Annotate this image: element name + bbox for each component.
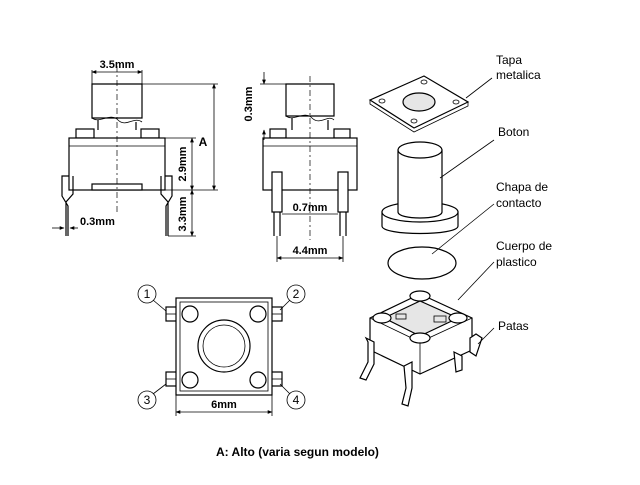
pin-label-3: 3	[144, 393, 151, 407]
label-contact-dome-line2: contacto	[496, 196, 542, 210]
top-view: 1 2 3 4 6mm	[137, 284, 306, 416]
front-view: 3.5mm A 2.9mm 3.3mm 0.3mm	[52, 59, 218, 237]
label-metal-cover-line2: metalica	[496, 68, 541, 82]
label-legs: Patas	[498, 319, 529, 333]
label-contact-dome-line1: Chapa de	[496, 180, 548, 194]
pin-label-4: 4	[293, 393, 300, 407]
dim-cap-height: 0.3mm	[243, 86, 255, 121]
side-view: 0.3mm 0.7mm 4.4mm	[243, 72, 358, 262]
label-plastic-body-line2: plastico	[496, 255, 537, 269]
exploded-view	[359, 75, 495, 407]
caption: A: Alto (varia segun modelo)	[216, 445, 379, 459]
pin-label-2: 2	[293, 287, 300, 301]
dim-top-width: 3.5mm	[100, 59, 135, 71]
label-plastic-body-line1: Cuerpo de	[496, 239, 552, 253]
dim-overall-height: A	[199, 135, 208, 149]
label-button: Boton	[498, 125, 529, 139]
dim-lead-width: 0.7mm	[293, 202, 328, 214]
dim-body-width: 6mm	[211, 399, 237, 411]
dim-body-height: 2.9mm	[177, 146, 189, 181]
dim-lead-length: 3.3mm	[177, 196, 189, 231]
pin-label-1: 1	[144, 287, 151, 301]
label-metal-cover-line1: Tapa	[496, 53, 522, 67]
dim-lead-spacing: 4.4mm	[293, 245, 328, 257]
part-labels: Tapa metalica Boton Chapa de contacto Cu…	[496, 53, 552, 333]
dim-lead-thickness: 0.3mm	[80, 216, 115, 228]
